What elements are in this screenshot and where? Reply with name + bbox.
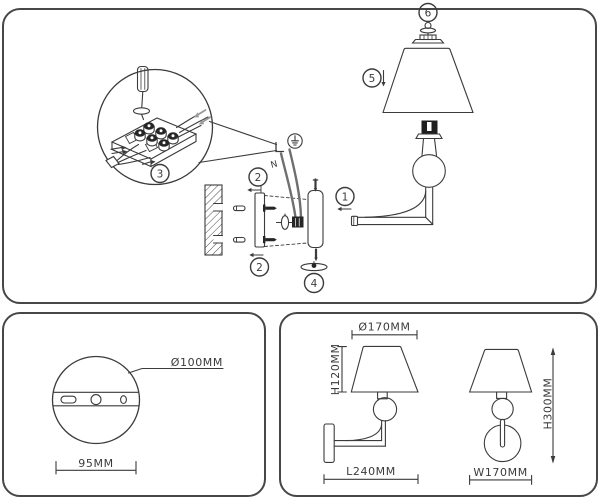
ghost-arrows bbox=[193, 109, 212, 125]
lamp-side-view: Ø170MM H120MM bbox=[323, 321, 419, 485]
shade-ring bbox=[411, 34, 445, 44]
callout-1: 1 bbox=[335, 186, 355, 212]
front-ball bbox=[491, 397, 514, 421]
wing-nut-washer bbox=[300, 261, 328, 272]
callout-2-top: 2 bbox=[247, 167, 268, 193]
bracket-screws bbox=[263, 204, 277, 244]
mounting-plate-drawing: Ø100MM 95MM bbox=[51, 355, 224, 475]
wall-section bbox=[204, 184, 223, 256]
callout-6: 6 bbox=[418, 2, 438, 23]
thumb-nut-side bbox=[275, 213, 295, 230]
terminal-screws bbox=[134, 122, 179, 152]
diameter-leader bbox=[127, 367, 224, 374]
screwdriver-icon bbox=[132, 65, 151, 121]
lamp-arm bbox=[350, 186, 434, 227]
lamp-front-view: H300MM W170MM bbox=[468, 347, 556, 485]
lamp-socket bbox=[415, 120, 443, 157]
rotate-indicator bbox=[132, 107, 151, 115]
dim-hole-spacing: 95MM bbox=[78, 457, 113, 470]
lamp-wall-plate-side bbox=[307, 178, 324, 262]
keyhole-slot bbox=[60, 395, 77, 404]
callout-1-label: 1 bbox=[342, 191, 349, 203]
dim-shade-diameter: Ø170MM bbox=[358, 321, 410, 334]
callout-4-label: 4 bbox=[311, 278, 318, 290]
lamp-ball bbox=[412, 154, 446, 188]
lamp-dimensions-panel bbox=[279, 312, 598, 497]
wiring-detail-circle bbox=[96, 68, 285, 186]
mounting-plate-dimensions-panel bbox=[2, 312, 266, 497]
insert-arrows bbox=[121, 145, 156, 165]
callout-3-label: 3 bbox=[157, 168, 164, 180]
front-shade bbox=[468, 348, 533, 393]
callout-2-bottom: 2 bbox=[249, 252, 270, 277]
side-arm-brace bbox=[345, 423, 383, 442]
supply-wires bbox=[279, 148, 304, 228]
dim-height-line: H300MM bbox=[542, 347, 556, 464]
callout-5: 5 bbox=[362, 68, 386, 88]
front-neck bbox=[496, 391, 508, 399]
detail-wires bbox=[105, 109, 212, 169]
wire-exit-corner-mark bbox=[275, 141, 285, 153]
side-ball bbox=[372, 397, 398, 422]
lamp-shade bbox=[382, 47, 474, 114]
callout-2-label: 2 bbox=[256, 262, 263, 274]
callout-2-label: 2 bbox=[255, 172, 262, 184]
dim-height: H300MM bbox=[542, 378, 555, 430]
dim-shade-height: H120MM bbox=[329, 343, 342, 395]
callout-5-label: 5 bbox=[369, 73, 376, 85]
dim-hole-spacing-line: 95MM bbox=[55, 457, 137, 475]
dim-length-line: L240MM bbox=[323, 465, 419, 485]
dim-width-line: W170MM bbox=[469, 466, 533, 485]
plate-circle bbox=[51, 355, 141, 445]
side-neck bbox=[377, 391, 388, 400]
dim-length: L240MM bbox=[346, 465, 396, 478]
neutral-wire-label: N bbox=[270, 159, 279, 170]
center-hole bbox=[90, 394, 102, 406]
terminal-block bbox=[110, 117, 198, 168]
lamp-assembly: 6 5 bbox=[350, 2, 474, 227]
side-shade bbox=[350, 345, 419, 393]
dim-width: W170MM bbox=[473, 466, 527, 479]
wall-anchors bbox=[232, 205, 246, 243]
callout-6-label: 6 bbox=[425, 7, 432, 19]
finial bbox=[419, 21, 437, 36]
callout-3: 3 bbox=[150, 163, 170, 184]
wire-connector bbox=[292, 216, 304, 228]
callout-4: 4 bbox=[303, 272, 325, 294]
dim-plate-diameter: Ø100MM bbox=[171, 356, 223, 369]
screw-hole bbox=[120, 395, 127, 405]
side-wall-plate bbox=[323, 423, 335, 463]
front-stem bbox=[499, 418, 506, 448]
assembly-steps-panel bbox=[2, 8, 597, 304]
ground-icon bbox=[287, 133, 303, 149]
